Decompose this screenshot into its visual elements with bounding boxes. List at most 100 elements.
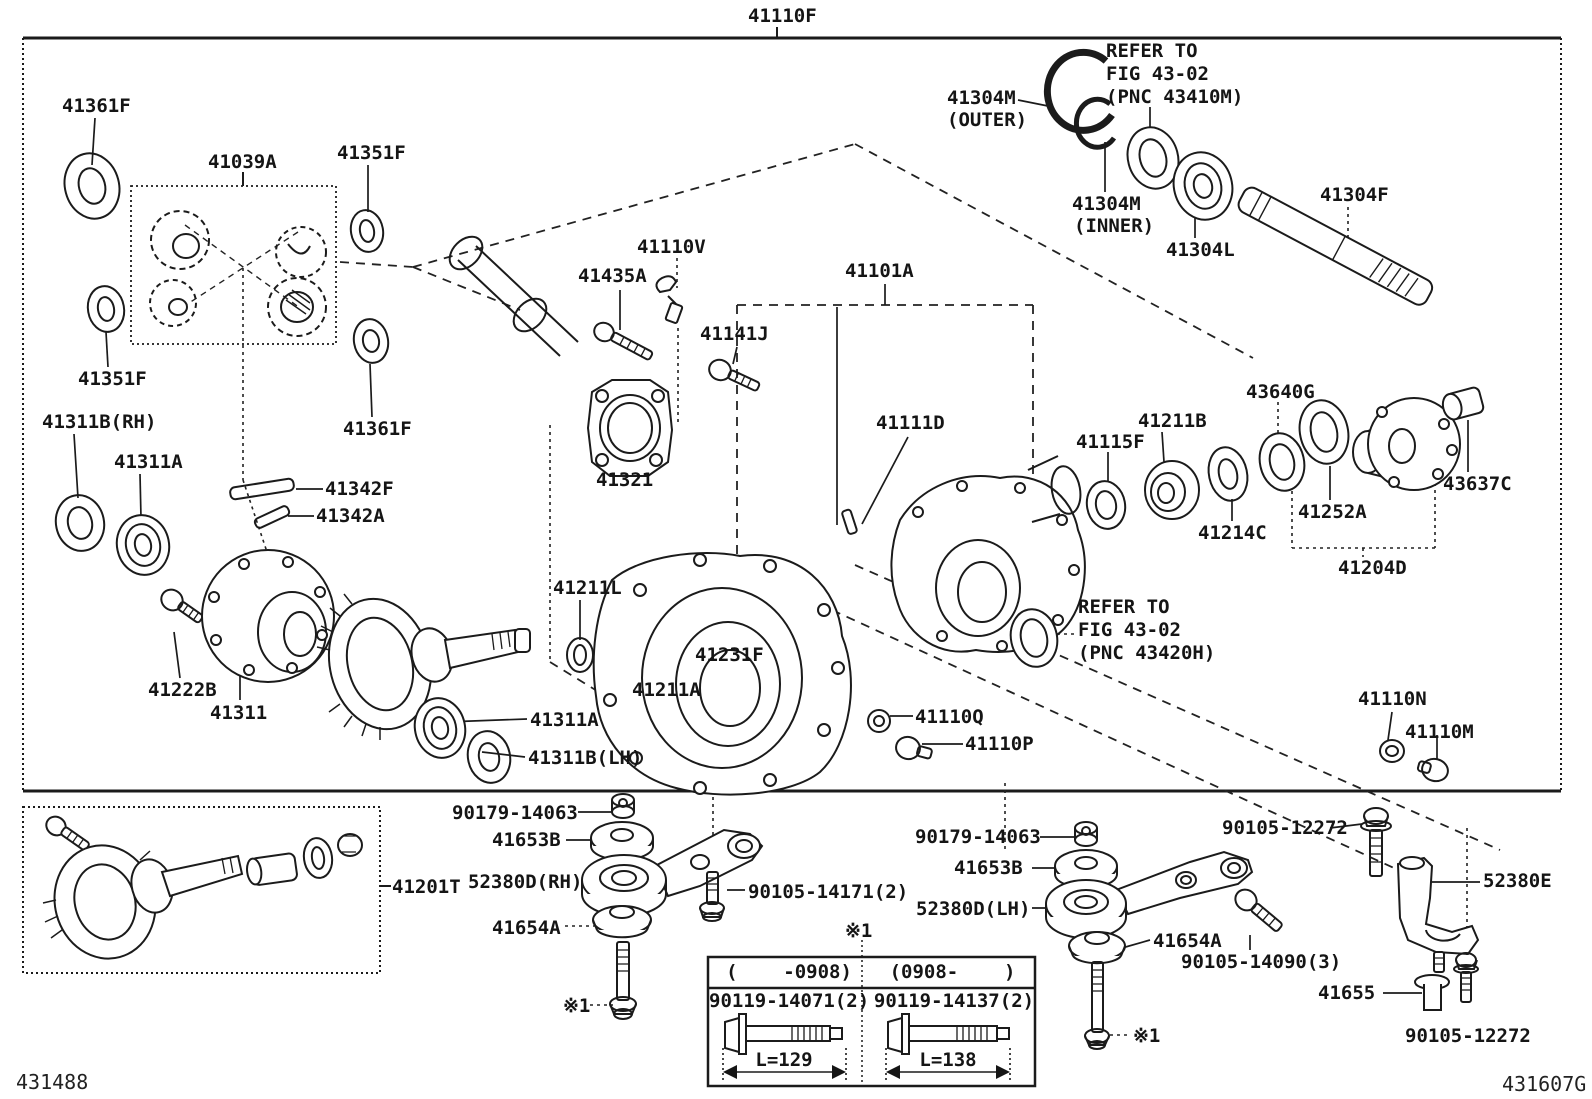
part-drawings xyxy=(42,48,1485,1080)
snapring-41304M-inner xyxy=(1073,96,1117,150)
arm-52380D-LH xyxy=(1114,850,1254,916)
part-label-41342F-8: 41342F xyxy=(325,478,394,500)
part-label-41654A-45: 41654A xyxy=(492,917,561,939)
part-label-9010512272-56: 90105-12272 xyxy=(1405,1025,1531,1047)
part-label-41304M-25: 41304M xyxy=(1072,193,1141,215)
part-label-41321-21: 41321 xyxy=(596,469,654,491)
table-header-period-2: (0908- ) xyxy=(889,961,1016,983)
part-label-41653B-41: 41653B xyxy=(492,829,561,851)
lh-arm-stack xyxy=(1045,821,1283,1050)
part-label-41110F-0: 41110F xyxy=(748,5,817,27)
bolt-90105-14171 xyxy=(699,871,725,922)
part-label-41311-11: 41311 xyxy=(210,702,268,724)
bolt-under-lh-arm xyxy=(1084,961,1110,1050)
part-label-41653B-49: 41653B xyxy=(954,857,1023,879)
seal-43410M xyxy=(1126,126,1180,190)
part-label-43637C-34: 43637C xyxy=(1443,473,1512,495)
bearing-41311A-left xyxy=(115,514,171,576)
part-label-41141J-20: 41141J xyxy=(700,323,769,345)
part-label-41654A-51: 41654A xyxy=(1153,930,1222,952)
seal-41252A xyxy=(1298,399,1350,465)
part-label-41111D-22: 41111D xyxy=(876,412,945,434)
part-label-OUTER-24: (OUTER) xyxy=(947,109,1028,131)
part-label-90105141712-44: 90105-14171(2) xyxy=(748,881,909,903)
dimension-arrows xyxy=(722,1048,1011,1080)
part-label-41351F-3: 41351F xyxy=(337,142,406,164)
ring-41311B-LH xyxy=(466,730,512,784)
table-bolt-right xyxy=(887,1013,1010,1055)
retainer-41654A-left xyxy=(592,905,652,939)
refer-note-line: FIG 43-02 xyxy=(1078,619,1181,641)
washer-41361F-second xyxy=(352,318,390,364)
bearing-41304L xyxy=(1172,151,1234,221)
part-label-41311A-15: 41311A xyxy=(530,709,599,731)
part-label-431488-58: 431488 xyxy=(16,1070,89,1094)
part-label-41211A-14: 41211A xyxy=(632,679,701,701)
bolt-90105-12272-bottom xyxy=(1453,952,1479,1003)
bolt-90105-14090 xyxy=(1234,888,1283,932)
plug-41110P xyxy=(895,735,933,761)
nut-41110N xyxy=(1379,739,1405,763)
part-label-41201T-42: 41201T xyxy=(392,876,461,898)
nut-90179-right xyxy=(1074,821,1098,847)
carrier-41101A xyxy=(592,552,852,796)
breather-41110V xyxy=(655,275,684,324)
part-label-1-57: ※1 xyxy=(1133,1025,1161,1047)
bolt-41141J xyxy=(708,358,761,392)
part-label-9010512272-52: 90105-12272 xyxy=(1222,817,1348,839)
snout-end xyxy=(1027,455,1082,523)
part-label-52380E-53: 52380E xyxy=(1483,870,1552,892)
rh-arm-stack xyxy=(581,793,764,1020)
part-label-9017914063-48: 90179-14063 xyxy=(915,826,1041,848)
part-label-52380DRH-43: 52380D(RH) xyxy=(468,871,583,893)
part-label-41101A-19: 41101A xyxy=(845,260,914,282)
table-bolt-left xyxy=(724,1013,843,1055)
washer-41351F-right xyxy=(349,209,385,253)
part-label-1-47: ※1 xyxy=(845,920,873,942)
part-label-41204D-35: 41204D xyxy=(1338,557,1407,579)
part-label-41252A-33: 41252A xyxy=(1298,501,1367,523)
part-label-41222B-10: 41222B xyxy=(148,679,217,701)
part-label-41311BRH-5: 41311B(RH) xyxy=(42,411,157,433)
bolt-under-rh-arm xyxy=(609,941,637,1020)
seal-41361F-top xyxy=(63,152,121,220)
table-part-1: 90119-14071(2) xyxy=(709,990,870,1012)
mount-41321 xyxy=(586,379,674,477)
table-dim-2: L=138 xyxy=(919,1049,977,1071)
diff-case-41311 xyxy=(201,549,335,683)
snapring-41304M-outer xyxy=(1043,48,1115,134)
part-label-41039A-2: 41039A xyxy=(208,151,277,173)
part-label-41351F-4: 41351F xyxy=(78,368,147,390)
ring-41311B-RH xyxy=(54,494,106,552)
part-label-1-46: ※1 xyxy=(563,995,591,1017)
part-label-41361F-1: 41361F xyxy=(62,95,131,117)
part-label-41115F-31: 41115F xyxy=(1076,431,1145,453)
spider-gear-kit-41039A xyxy=(149,210,327,337)
part-label-41231F-13: 41231F xyxy=(695,644,764,666)
knuckle-group xyxy=(1360,807,1480,1011)
bolt-41222B xyxy=(160,588,204,624)
plug-41655 xyxy=(1414,974,1450,1011)
seal-43420H xyxy=(1009,608,1059,668)
refer-note-line: REFER TO xyxy=(1078,596,1170,618)
part-label-9017914063-40: 90179-14063 xyxy=(452,802,578,824)
bolt-90105-12272-top xyxy=(1360,807,1392,877)
part-label-41110P-37: 41110P xyxy=(965,733,1034,755)
bolt-41435A xyxy=(593,321,654,361)
part-label-41435A-18: 41435A xyxy=(578,265,647,287)
part-label-INNER-26: (INNER) xyxy=(1074,215,1155,237)
refer-note-line: (PNC 43420H) xyxy=(1078,642,1216,664)
part-label-41342A-9: 41342A xyxy=(316,505,385,527)
refer-note-line: (PNC 43410M) xyxy=(1106,86,1244,108)
nut-90179-left xyxy=(611,793,635,819)
part-label-41304F-28: 41304F xyxy=(1320,184,1389,206)
part-label-41110M-39: 41110M xyxy=(1405,721,1474,743)
bearing-41211B xyxy=(1144,460,1200,520)
table-part-2: 90119-14137(2) xyxy=(873,990,1035,1012)
washer-41351F-left xyxy=(86,285,126,333)
